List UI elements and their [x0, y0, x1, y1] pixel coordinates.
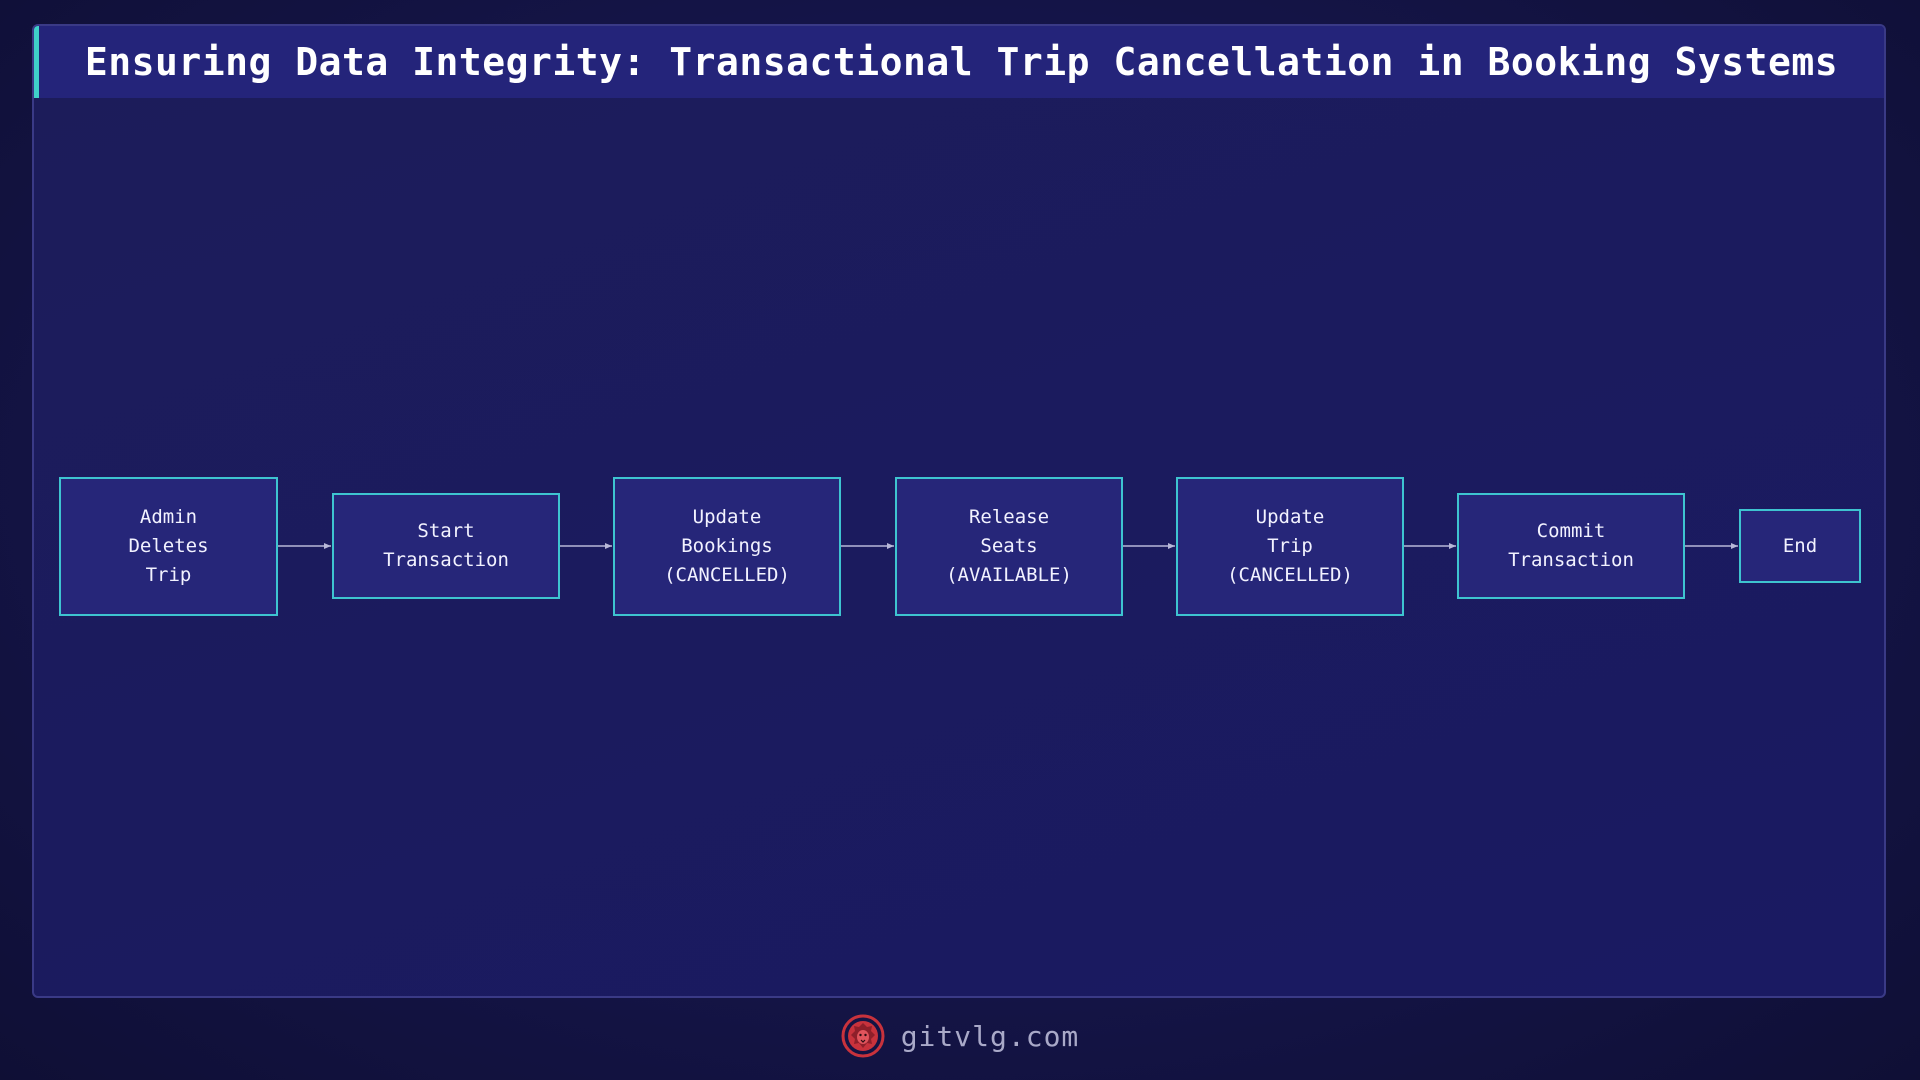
diagram-title: Ensuring Data Integrity: Transactional T… — [84, 40, 1839, 84]
node-label-line: (AVAILABLE) — [946, 564, 1072, 586]
node-label-line: Start — [417, 520, 475, 542]
node-label-line: (CANCELLED) — [1227, 564, 1353, 586]
node-label-line: Update — [1255, 506, 1325, 528]
footer-site-label: gitvlg.com — [900, 1019, 1080, 1053]
node-label-line: Bookings — [681, 535, 773, 557]
node-label-line: Admin — [139, 506, 198, 528]
node-label-line: Trip — [1267, 535, 1313, 557]
node-label-line: Trip — [145, 564, 192, 586]
node-label-line: End — [1782, 534, 1818, 557]
node-label-line: Seats — [980, 535, 1038, 557]
lion-logo-icon — [841, 1014, 885, 1058]
node-label-line: Release — [968, 506, 1050, 528]
node-label-line: Transaction — [383, 549, 509, 571]
node-label-line: Commit — [1536, 520, 1606, 542]
node-label: End — [1783, 532, 1817, 561]
node-label-line: Update — [692, 506, 762, 528]
node-label-line: (CANCELLED) — [664, 564, 790, 586]
node-label-line: Deletes — [128, 535, 209, 557]
node-end: End — [1739, 509, 1861, 583]
node-label-line: Transaction — [1508, 549, 1634, 571]
footer: gitvlg.com — [0, 1008, 1920, 1064]
title-bar: Ensuring Data Integrity: Transactional T… — [34, 26, 1884, 98]
